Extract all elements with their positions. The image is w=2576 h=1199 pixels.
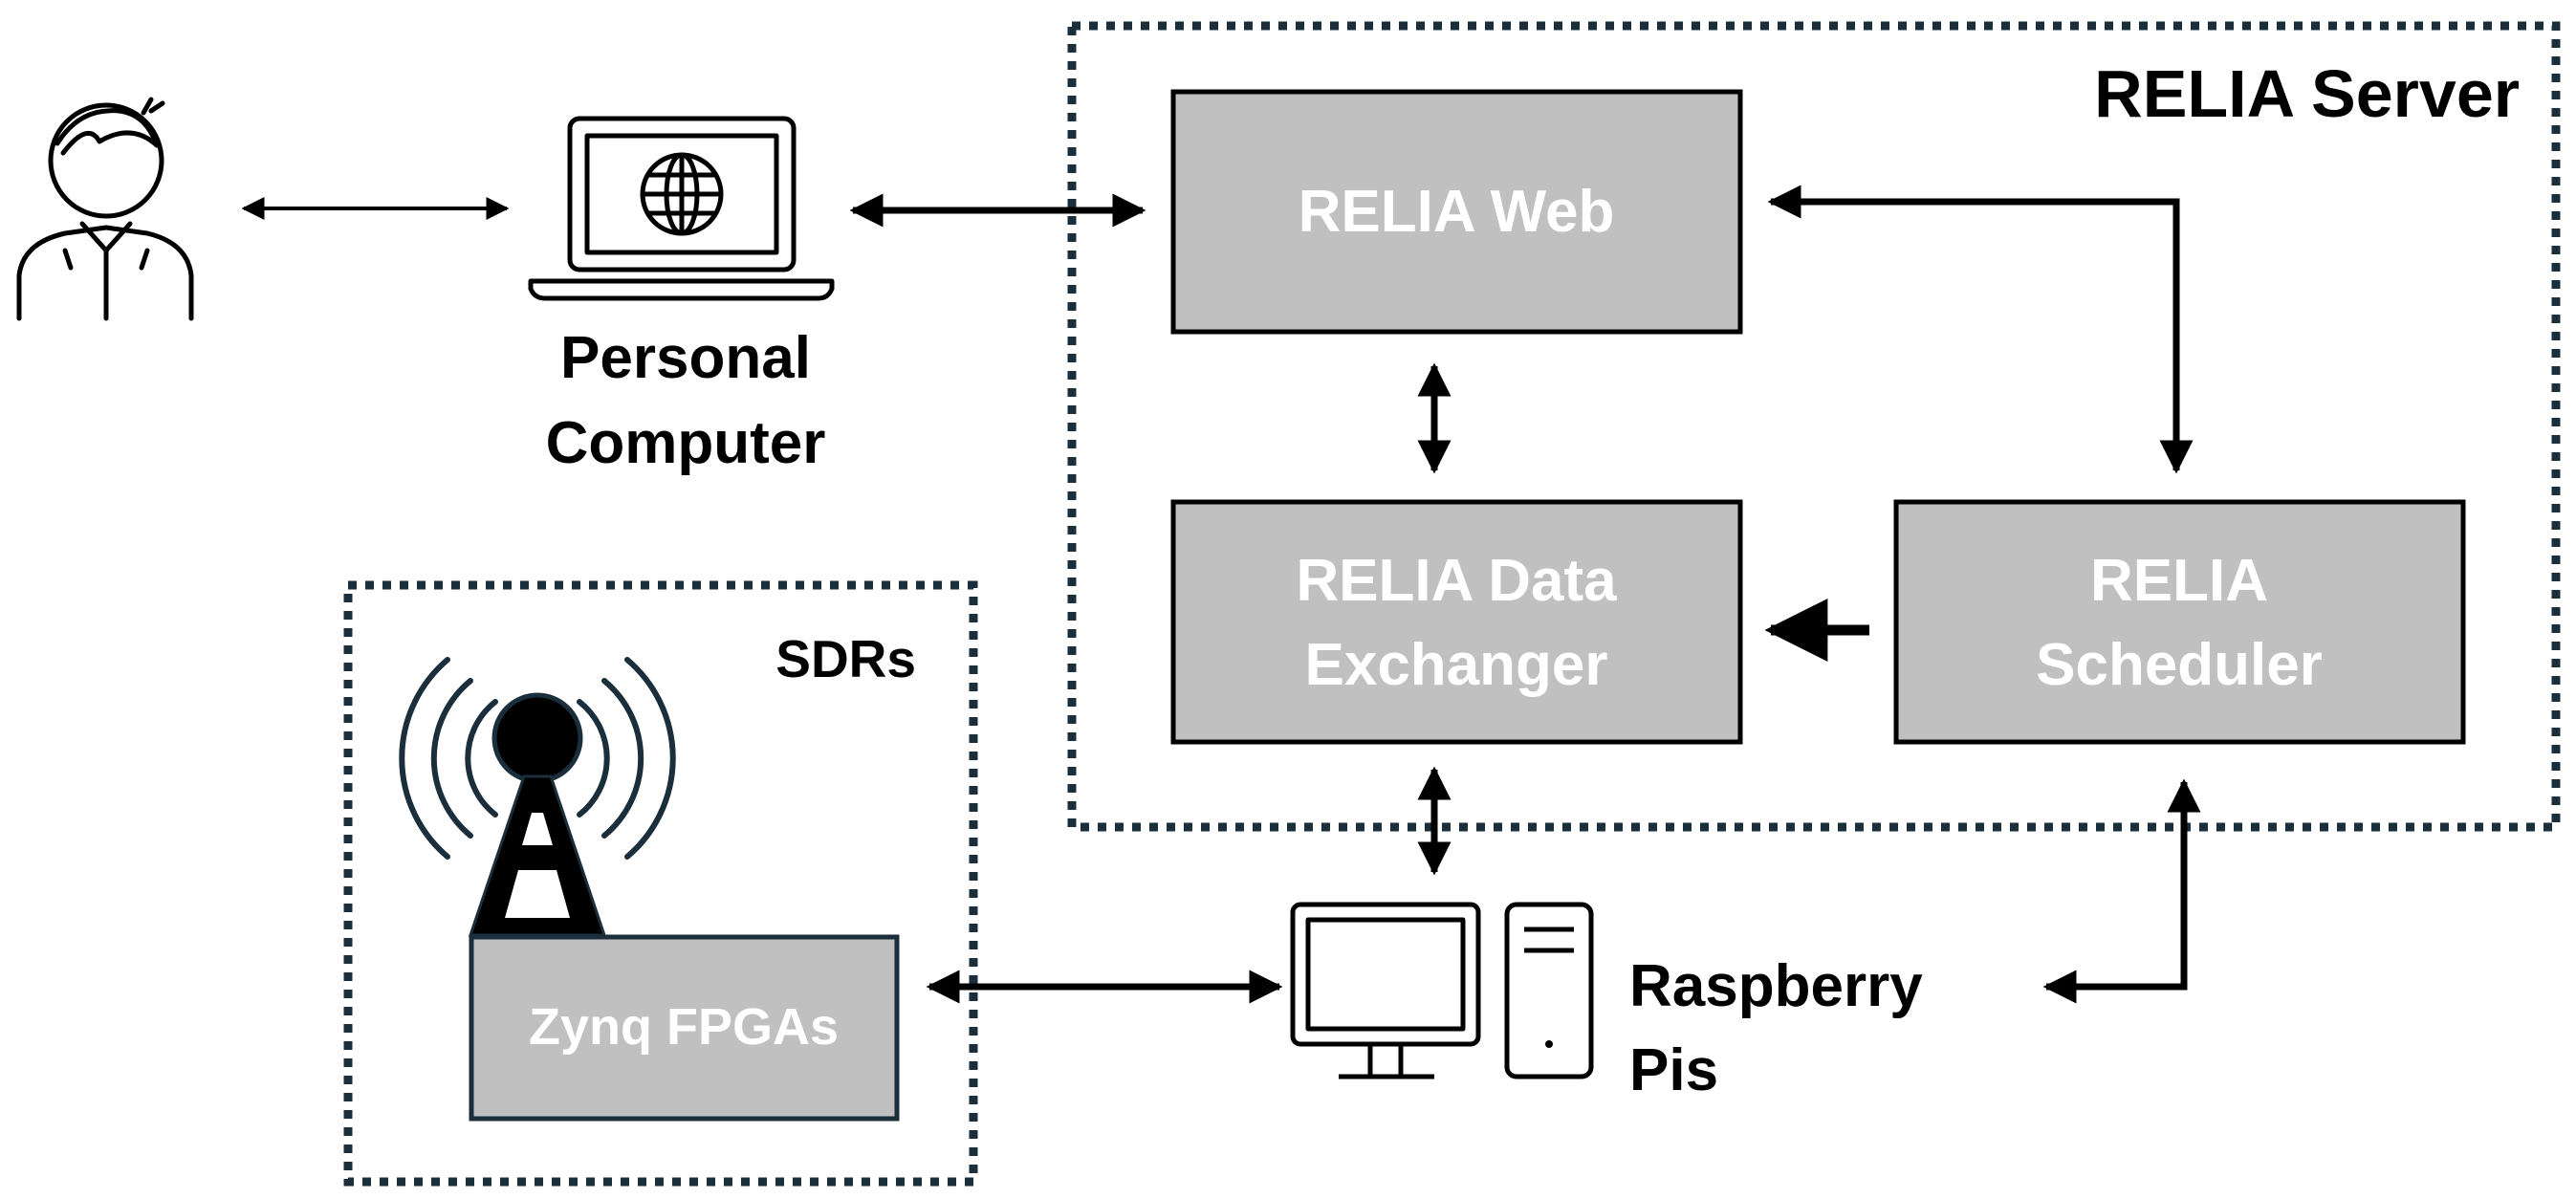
relia-server-title: RELIA Server [2094,56,2520,131]
zynq-fpgas-box: Zynq FPGAs [469,934,900,1122]
raspberry-pis-label-line1: Raspberry [1629,953,1923,1019]
personal-computer-label-line2: Computer [546,410,826,476]
relia-scheduler-label-line2: Scheduler [2036,632,2323,698]
desktop-computer-icon [1290,902,1594,1079]
sdr-group [343,580,978,1187]
relia-data-exchanger-box: RELIA Data Exchanger [1170,499,1743,745]
arrow-web-scheduler [1767,185,2194,474]
sdr-group-title: SDRs [775,629,916,688]
zynq-fpgas-label: Zynq FPGAs [529,998,839,1056]
laptop-globe-icon [528,116,835,301]
personal-computer-label-line1: Personal [560,325,811,391]
relia-web-box: RELIA Web [1170,89,1743,335]
user-icon [16,97,194,321]
relia-scheduler-label-line1: RELIA [2090,548,2268,614]
relia-data-exchanger-label-line1: RELIA Data [1296,548,1617,614]
arrow-scheduler-raspberry [2042,778,2201,1004]
raspberry-pis-label-line2: Pis [1629,1037,1718,1103]
relia-data-exchanger-label-line2: Exchanger [1304,632,1607,698]
relia-web-label: RELIA Web [1299,179,1615,245]
radio-tower-icon [399,657,676,937]
relia-server-group [1067,21,2561,832]
relia-scheduler-box: RELIA Scheduler [1893,499,2466,745]
